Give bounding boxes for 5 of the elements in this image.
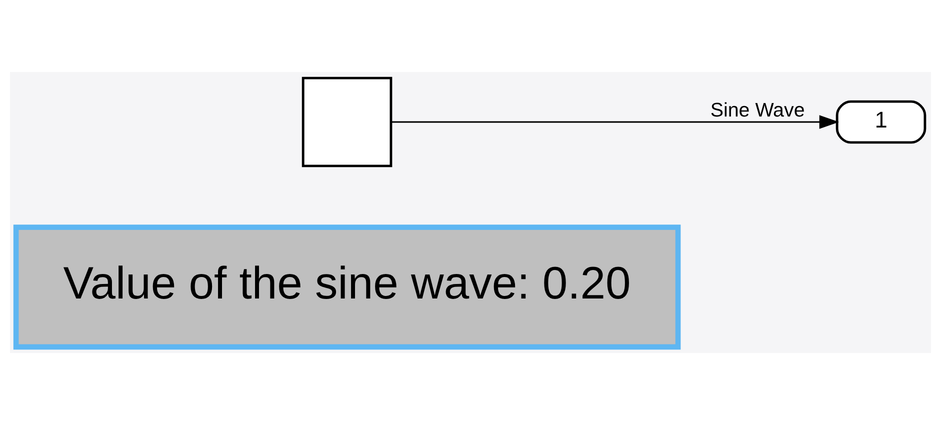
arrow	[390, 114, 839, 128]
edge-label: Sine Wave	[710, 99, 804, 122]
node-box: 1	[835, 100, 926, 144]
node-box: Value of the sine wave: 0.20	[12, 224, 680, 350]
node-box	[301, 76, 392, 167]
